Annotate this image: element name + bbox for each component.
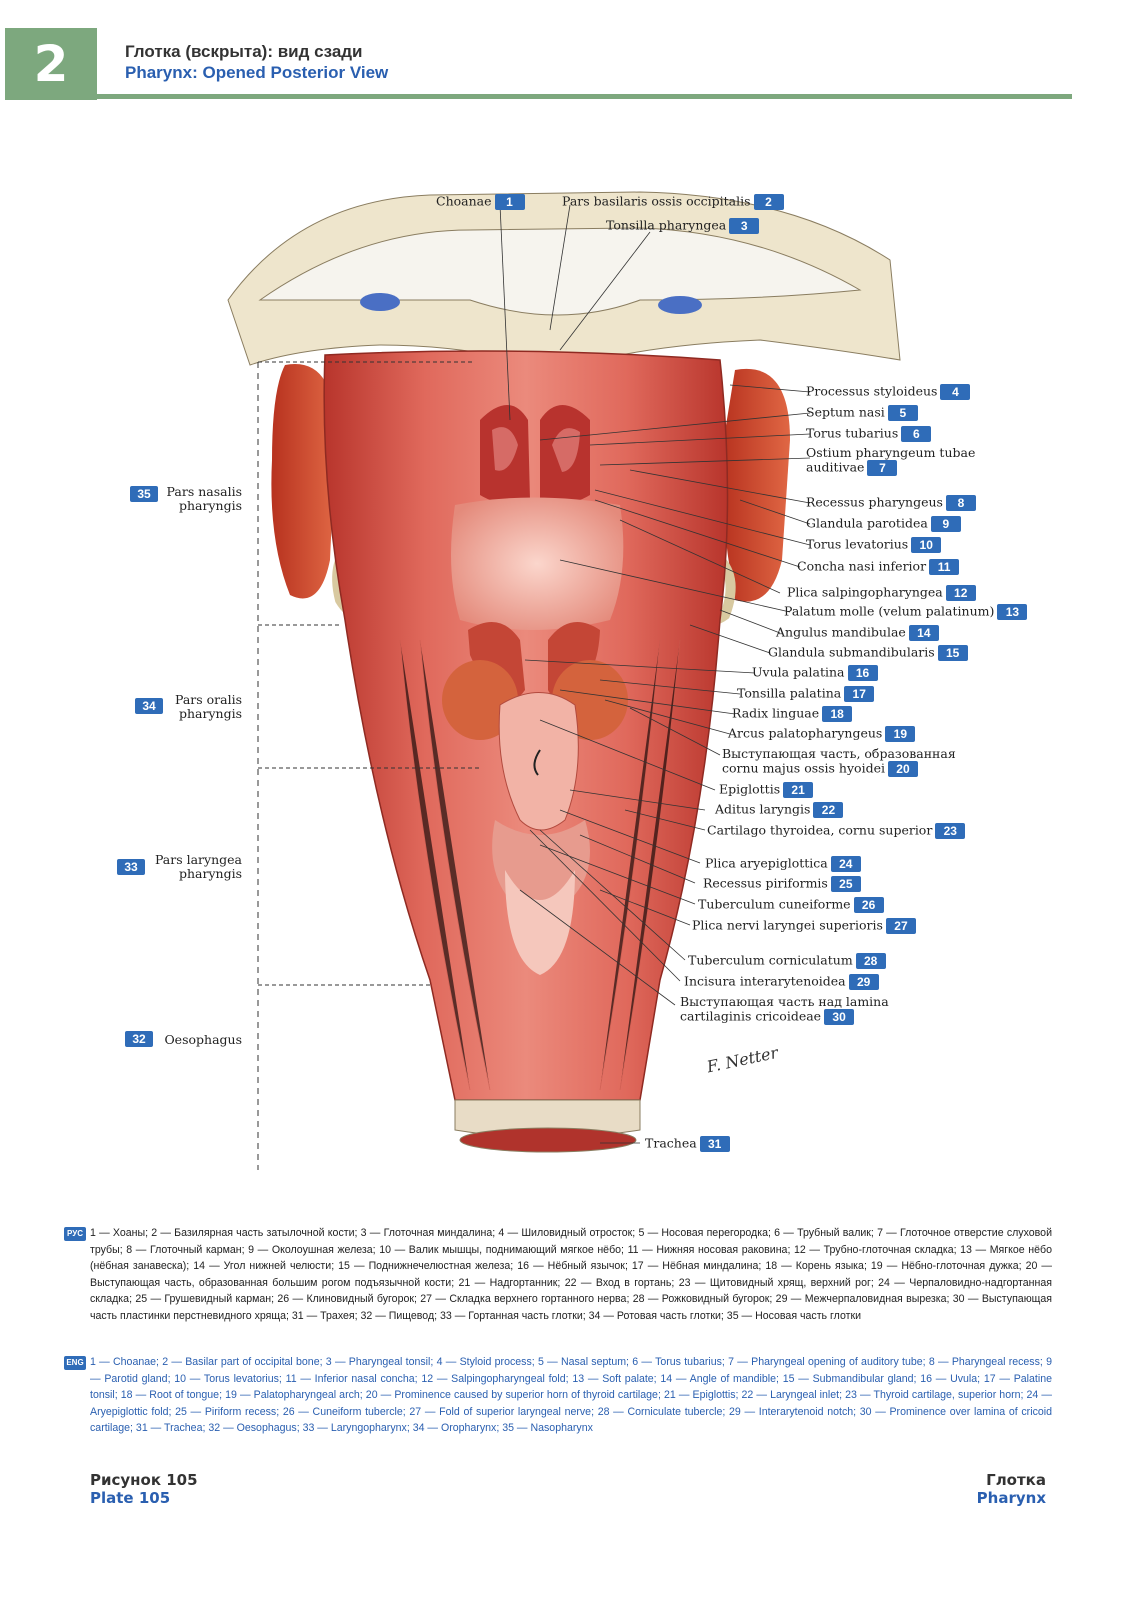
legend-en-tag: ENG <box>64 1356 86 1370</box>
label-35: Pars nasalis pharyngis <box>166 484 242 513</box>
label-20: Выступающая часть, образованная cornu ma… <box>722 746 956 777</box>
plate-ru: Рисунок 105 <box>90 1471 198 1489</box>
header-rule <box>97 94 1072 99</box>
badge-33: 33 <box>117 859 145 875</box>
badge-34: 34 <box>135 698 163 714</box>
legend-ru-tag: РУС <box>64 1227 86 1241</box>
legend-en: 1 — Choanae; 2 — Basilar part of occipit… <box>90 1356 1052 1434</box>
section-en: Pharynx <box>976 1489 1046 1507</box>
svg-text:F. Netter: F. Netter <box>704 1043 781 1077</box>
label-13: Palatum molle (velum palatinum)13 <box>784 604 1028 620</box>
parotid-left <box>271 364 336 599</box>
label-32: Oesophagus <box>164 1032 242 1047</box>
badge-35: 35 <box>130 486 158 502</box>
leader-lines <box>499 204 811 1144</box>
title-en: Pharynx: Opened Posterior View <box>125 63 389 82</box>
division-brackets <box>257 361 480 1170</box>
legend-ru: 1 — Хоаны; 2 — Базилярная часть затылочн… <box>90 1227 1052 1322</box>
label-33: Pars laryngea pharyngis <box>154 852 242 881</box>
pharynx-illustration: F. Netter <box>227 191 901 1170</box>
chapter-number: 2 <box>5 28 97 100</box>
section-ru: Глотка <box>986 1471 1046 1489</box>
choanae <box>480 405 590 504</box>
label-30: Выступающая часть над lamina cartilagini… <box>680 994 889 1025</box>
label-34: Pars oralis pharyngis <box>174 692 242 721</box>
trachea <box>454 1099 641 1153</box>
signature: F. Netter <box>704 1043 781 1077</box>
parotid-right <box>721 368 790 602</box>
badge-32: 32 <box>125 1031 153 1047</box>
plate-en: Plate 105 <box>90 1489 171 1507</box>
skull-base <box>227 191 901 371</box>
title-ru: Глотка (вскрыта): вид сзади <box>125 42 363 61</box>
